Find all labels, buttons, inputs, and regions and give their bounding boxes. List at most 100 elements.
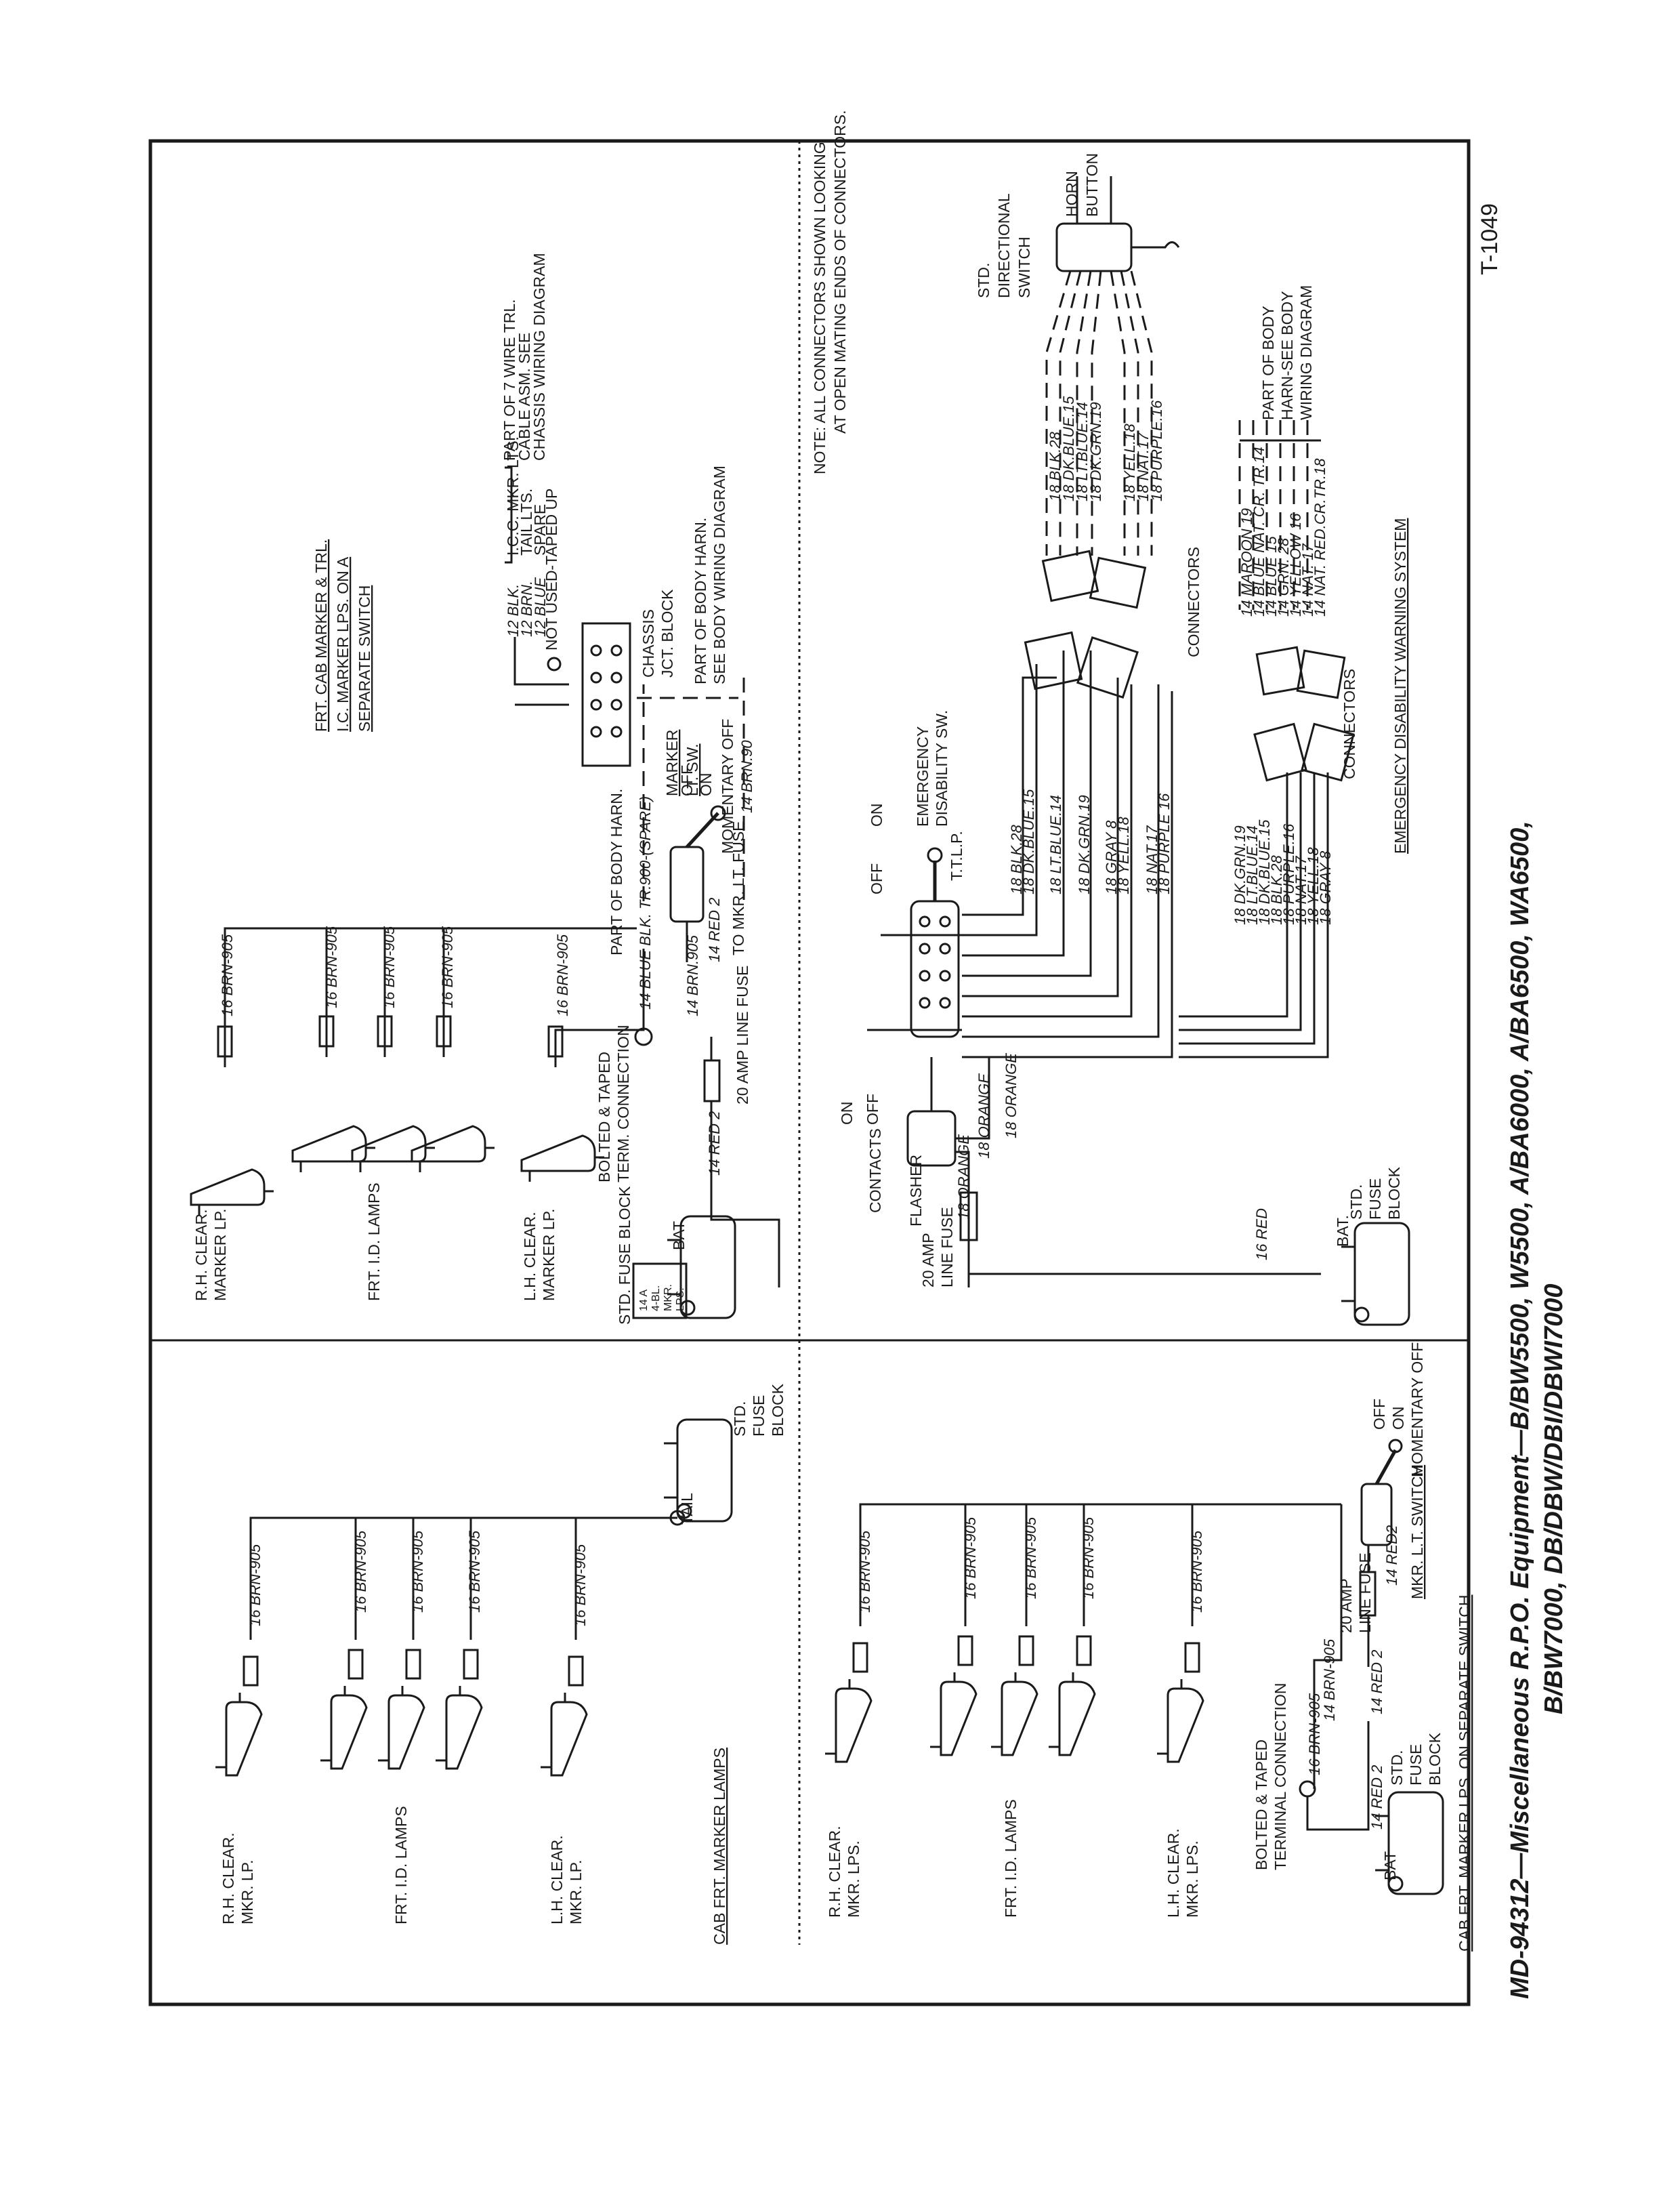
ul-fuse-tag-4: LPS. — [675, 1287, 686, 1311]
ur-sw-wire-2: 18 LT.BLUE.14 — [1047, 795, 1064, 894]
ul-chassis-2: JCT. BLOCK — [658, 589, 676, 678]
ur-body-wire-2: 14 BLUE 15 — [1263, 536, 1280, 617]
ul-not-used: NOT USED-TAPED UP — [543, 489, 560, 651]
lr-mkr-sw: MKR. L.T. SWITCH — [1408, 1465, 1426, 1599]
ul-bolted-terminal — [634, 1027, 653, 1046]
ur-dir-wire-2: 18 LT.BLUE.14 — [1074, 402, 1091, 501]
ul-wire-905-3: 16 BRN-905 — [381, 926, 398, 1008]
ur-body-wire-3: 14 GRN. 28 — [1275, 537, 1292, 617]
ul-bolted-1: BOLTED & TAPED — [595, 1052, 613, 1182]
ur-conn-wire-1: 18 LT.BLUE.14 — [1244, 825, 1261, 925]
ul-trl-cable-3: CHASSIS WIRING DIAGRAM — [530, 253, 548, 461]
lr-off: OFF — [1370, 1399, 1388, 1430]
ur-dir-2: DIRECTIONAL — [995, 193, 1013, 298]
ll-tail: TAIL — [678, 1493, 696, 1525]
lr-frt-id-label: FRT. I.D. LAMPS — [1002, 1799, 1020, 1918]
ll-rh-label-2: MKR. LP. — [238, 1860, 256, 1924]
ur-body-wire-6: 14 NAT. RED.CR.TR.18 — [1311, 458, 1328, 617]
ul-wire-905-4: 16 BRN-905 — [439, 926, 456, 1008]
ur-connectors-a: CONNECTORS — [1185, 547, 1202, 657]
ul-trl-cable-2: CABLE ASM. SEE — [516, 333, 533, 461]
lr-line-fuse-2: LINE FUSE — [1356, 1552, 1374, 1633]
ul-lamp-id-1 — [291, 1125, 377, 1174]
note-line1: NOTE: ALL CONNECTORS SHOWN LOOKING — [811, 142, 828, 474]
lr-rh-label-1: R.H. CLEAR. — [826, 1826, 843, 1918]
ur-dir-1: STD. — [975, 263, 992, 298]
ll-lamp-id-3 — [434, 1685, 483, 1770]
lr-caption: CAB FRT. MARKER LPS. ON SEPARATE SWITCH — [1456, 1594, 1473, 1952]
ul-lamp-rh — [190, 1168, 275, 1217]
ul-trl-w1: 12 BLK. — [505, 584, 522, 637]
ul-lamp-lh — [520, 1134, 606, 1183]
ul-frt-id-label: FRT. I.D. LAMPS — [365, 1182, 383, 1301]
ur-body-wire-1: 14 BLUE NAT. CR. TR.14 — [1251, 447, 1267, 617]
ul-trl-f2: TAIL LTS. — [518, 489, 535, 556]
ul-blue-wire: 14 BLUE BLK. TR.900-(SPARE) — [637, 796, 654, 1010]
lr-brn905: 16 BRN-905 — [1306, 1693, 1323, 1775]
ll-lh-label-2: MKR. LP. — [567, 1860, 585, 1924]
ur-dir-wire-1: 18 DK.BLUE.15 — [1060, 396, 1077, 501]
ll-std-fuse-3: BLOCK — [769, 1383, 786, 1437]
ul-trl-cable-1: PART OF 7 WIRE TRL. — [501, 299, 518, 461]
ll-lamp-id-1 — [319, 1685, 368, 1770]
ur-connector-upper — [1024, 550, 1147, 699]
ur-std-fuse-block — [1340, 1222, 1410, 1326]
lr-std-fuse-1: STD. — [1388, 1750, 1406, 1786]
ur-connectors-b: CONNECTORS — [1341, 669, 1358, 779]
ul-off: OFF — [678, 765, 696, 796]
ul-part-body-harn: PART OF BODY HARN. — [608, 789, 625, 955]
ll-frt-id-label: FRT. I.D. LAMPS — [392, 1806, 410, 1924]
ur-std-fuse-2: FUSE — [1366, 1178, 1384, 1220]
ul-chassis-1: CHASSIS — [639, 609, 657, 678]
ur-dir-wire-5: 18 NAT.17 — [1135, 432, 1152, 501]
lr-lh-label-2: MKR. LPS. — [1183, 1840, 1201, 1918]
lr-bolted-2: TERMINAL CONNECTION — [1272, 1683, 1289, 1870]
lr-std-fuse-2: FUSE — [1407, 1744, 1425, 1786]
ur-off2: OFF — [864, 1094, 881, 1125]
ul-bolted-2: TERM. CONNECTION — [614, 1025, 632, 1182]
ur-line-fuse-2: LINE FUSE — [938, 1207, 956, 1287]
note-line2: AT OPEN MATING ENDS OF CONNECTORS. — [831, 110, 849, 434]
ur-dir-3: SWITCH — [1015, 236, 1033, 298]
lr-wire-905-2: 16 BRN-905 — [962, 1516, 979, 1599]
ur-orange-3: 18 ORANGE — [1003, 1053, 1020, 1138]
ur-on2: ON — [838, 1102, 856, 1126]
ur-part-body-1: PART OF BODY — [1259, 306, 1277, 420]
lr-lamp-id-3 — [1047, 1671, 1096, 1756]
ur-emerg-1: EMERGENCY — [914, 726, 931, 827]
ur-horn-2: BUTTON — [1083, 153, 1101, 217]
diagram-title-line1: MD-94312—Miscellaneous R.P.O. Equipment—… — [1506, 821, 1534, 1999]
lr-lamp-rh — [824, 1678, 873, 1763]
ul-marker-switch — [669, 805, 726, 962]
ur-red: 16 RED — [1253, 1208, 1270, 1260]
ul-trl-w3: 12 BLUE — [532, 577, 549, 637]
ur-dir-wire-4: 18 YELL.18 — [1121, 424, 1138, 501]
ul-wire-905-2: 16 BRN-905 — [323, 926, 340, 1008]
ul-brn90: 14 BRN.90 — [738, 740, 755, 813]
ul-red2-b: 14 RED 2 — [706, 1111, 723, 1176]
lr-line-fuse-1: 20 AMP — [1337, 1578, 1355, 1633]
lr-momentary: MOMENTARY OFF — [1408, 1342, 1426, 1477]
lower-right-quadrant: 16 BRN-905 16 BRN-905 16 BRN-905 16 BRN-… — [824, 1342, 1473, 1952]
ul-red2: 14 RED 2 — [706, 898, 723, 962]
ul-caption-1: FRT. CAB MARKER & TRL. — [312, 539, 330, 732]
ll-std-fuse-block — [663, 1418, 733, 1523]
ul-fuse-tag-3: MKR. — [663, 1284, 674, 1311]
ul-trl-w2: 12 BRN. — [518, 581, 535, 637]
ur-system-caption: EMERGENCY DISABILITY WARNING SYSTEM — [1391, 518, 1409, 854]
lr-bolted-1: BOLTED & TAPED — [1253, 1739, 1270, 1870]
lr-brn905-14: 14 BRN-905 — [1321, 1638, 1338, 1721]
ur-line-fuse-1: 20 AMP — [919, 1233, 937, 1287]
ul-on: ON — [697, 773, 715, 797]
ur-conn-wire-4: 18 PURPLE.16 — [1280, 823, 1297, 925]
lr-wire-905-1: 16 BRN-905 — [856, 1530, 873, 1613]
lr-lamp-id-1 — [929, 1671, 978, 1756]
ll-wire-905-1: 16 BRN-905 — [247, 1544, 264, 1626]
ul-lamp-id-3 — [411, 1125, 496, 1174]
ul-part-body-2-1: PART OF BODY HARN. — [692, 518, 709, 684]
ur-directional-switch — [1055, 176, 1180, 272]
ur-ttlp: T.T.L.P. — [948, 831, 965, 881]
ll-rh-label-1: R.H. CLEAR. — [219, 1833, 237, 1924]
lr-lamp-lh — [1156, 1678, 1204, 1763]
